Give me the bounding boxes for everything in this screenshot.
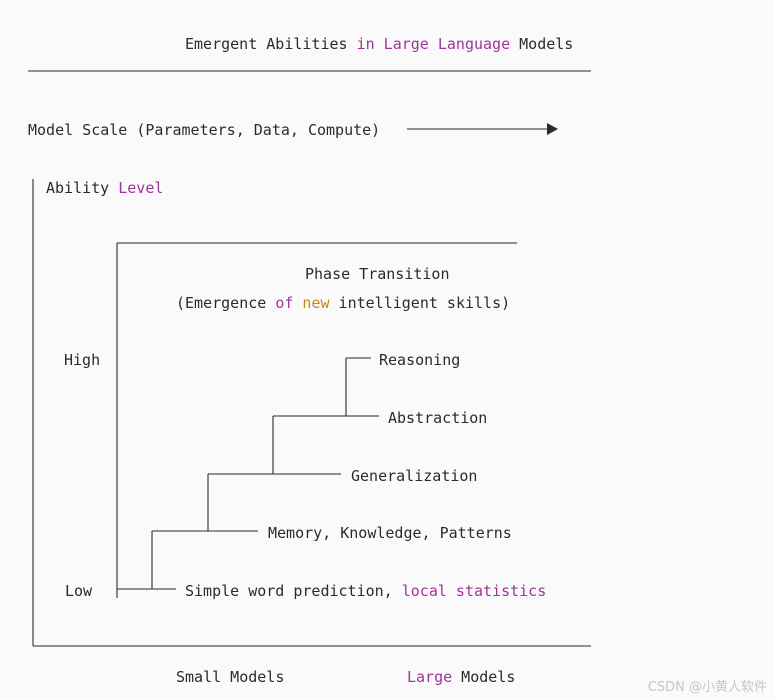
step-reasoning-label: Reasoning bbox=[379, 351, 460, 369]
scale-arrow-head bbox=[547, 123, 558, 135]
csdn-watermark: CSDN @小黄人软件 bbox=[647, 680, 767, 695]
model-scale-label: Model Scale (Parameters, Data, Compute) bbox=[28, 121, 380, 139]
phase-subtitle: (Emergence of new intelligent skills) bbox=[176, 294, 510, 312]
step-abstraction-label: Abstraction bbox=[388, 409, 487, 427]
phase-title: Phase Transition bbox=[305, 265, 450, 283]
x-axis-large-label: Large Models bbox=[407, 668, 515, 686]
y-axis-low-label: Low bbox=[65, 582, 93, 600]
x-axis-small-label: Small Models bbox=[176, 668, 284, 686]
step-memory-label: Memory, Knowledge, Patterns bbox=[268, 524, 512, 542]
step-generalization-label: Generalization bbox=[351, 467, 477, 485]
y-axis-label: Ability Level bbox=[46, 179, 163, 197]
y-axis-high-label: High bbox=[64, 351, 100, 369]
step-simple-label: Simple word prediction, local statistics bbox=[185, 582, 546, 600]
diagram-title: Emergent Abilities in Large Language Mod… bbox=[185, 35, 573, 53]
